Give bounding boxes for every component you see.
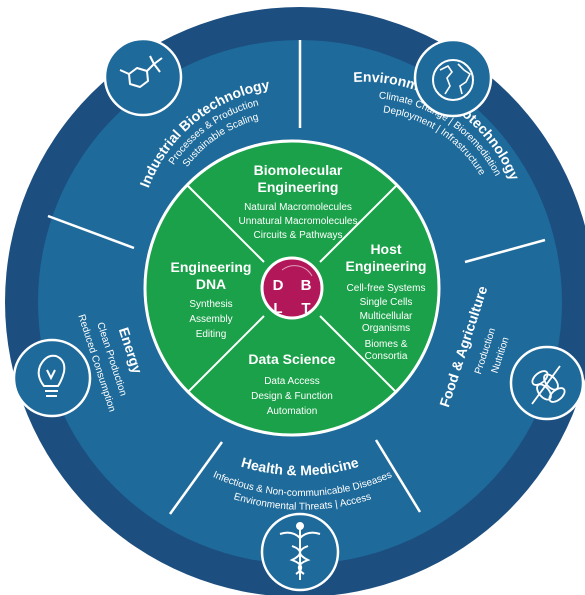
dblt-core: D B L T — [260, 256, 324, 320]
biomolecular-title-line2: Engineering — [258, 179, 339, 195]
host-item: Cell-free Systems — [347, 283, 426, 294]
host-item: Single Cells — [360, 297, 413, 308]
dblt-letter-l: L — [273, 300, 282, 317]
globe-icon — [413, 38, 493, 118]
engineering-dna-item: Synthesis — [189, 299, 232, 310]
inner-dividers — [187, 185, 397, 393]
host-item: Biomes & — [365, 339, 408, 350]
biomolecular-item: Natural Macromolecules — [244, 202, 352, 213]
engineering-dna-title-line2: DNA — [196, 276, 226, 292]
data-science-item: Automation — [267, 406, 318, 417]
host-item: Consortia — [365, 351, 408, 362]
data-science-item: Design & Function — [251, 391, 333, 402]
engineering-dna-title-line1: Engineering — [171, 259, 252, 275]
dblt-letter-b: B — [301, 277, 312, 294]
biomolecular-item: Circuits & Pathways — [254, 230, 343, 241]
wheat-icon — [509, 345, 585, 421]
molecule-icon — [103, 37, 183, 117]
caduceus-icon — [260, 512, 340, 592]
host-item: Organisms — [362, 323, 410, 334]
data-science-section: Data Science Data Access Design & Functi… — [248, 351, 335, 417]
engineering-dna-item: Editing — [196, 329, 227, 340]
host-title-line2: Engineering — [346, 258, 427, 274]
host-engineering-section: Host Engineering Cell-free Systems Singl… — [346, 241, 427, 362]
dblt-letter-t: T — [301, 300, 310, 317]
host-title-line1: Host — [370, 241, 401, 257]
biomolecular-item: Unnatural Macromolecules — [239, 216, 358, 227]
lightbulb-icon — [12, 338, 92, 418]
data-science-title: Data Science — [248, 351, 335, 367]
sector-dividers — [47, 40, 546, 515]
biomolecular-engineering-section: Biomolecular Engineering Natural Macromo… — [239, 162, 358, 241]
host-item: Multicellular — [360, 311, 413, 322]
engineering-dna-item: Assembly — [189, 314, 232, 325]
data-science-item: Data Access — [264, 376, 320, 387]
biomolecular-title-line1: Biomolecular — [254, 162, 343, 178]
engineering-dna-section: Engineering DNA Synthesis Assembly Editi… — [171, 259, 252, 340]
dblt-letter-d: D — [273, 277, 284, 294]
